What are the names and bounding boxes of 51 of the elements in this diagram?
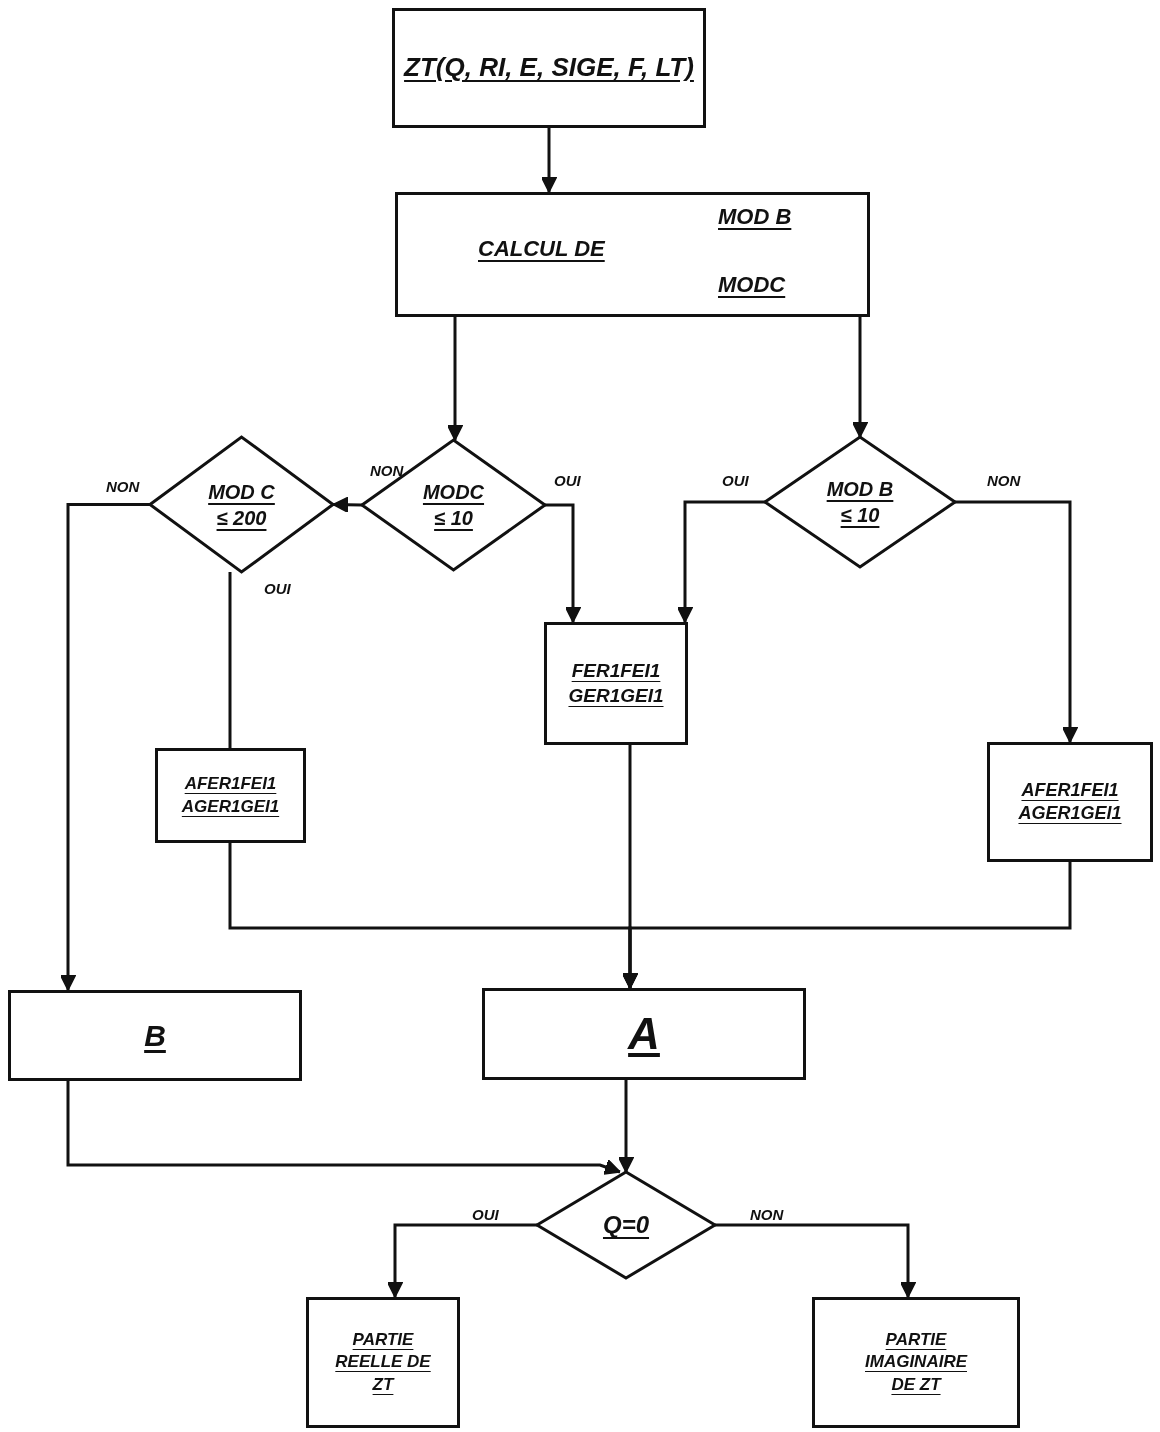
arrow (540, 128, 558, 193)
box-text: AGER1GEI1 (181, 795, 280, 818)
process-box (155, 748, 306, 843)
box-text: GER1GEI1 (568, 683, 664, 708)
arrow (59, 503, 150, 991)
box-text: AFER1FEI1 (184, 773, 277, 796)
arrow (621, 862, 1072, 989)
process-box (395, 192, 870, 317)
arrow (851, 317, 869, 438)
arrow (446, 317, 464, 441)
arrow (617, 1080, 635, 1173)
arrow (955, 500, 1079, 743)
arrow (545, 503, 582, 623)
box-text: CALCUL DE (478, 235, 605, 263)
box-text: A (628, 1008, 660, 1061)
process-box (482, 988, 806, 1080)
decision-diamond (765, 437, 955, 567)
box-text: MOD B (826, 477, 894, 502)
process-box (306, 1297, 460, 1428)
box-text: DE ZT (891, 1373, 941, 1396)
arrow (676, 500, 765, 623)
box-text: MOD C (208, 479, 275, 505)
box-text: ZT (372, 1373, 394, 1396)
arrow (715, 1223, 917, 1298)
process-box (987, 742, 1153, 862)
decision-diamond (537, 1172, 715, 1278)
box-text: ≤ 200 (216, 505, 267, 531)
box-text: MODC (422, 480, 485, 505)
box-text: ≤ 10 (434, 506, 473, 531)
arrow (332, 496, 363, 513)
box-text: FER1FEI1 (571, 658, 661, 683)
box-text: PARTIE (885, 1329, 947, 1352)
process-box (812, 1297, 1020, 1428)
box-text: AGER1GEI1 (1018, 802, 1122, 825)
decision-diamond (150, 437, 333, 572)
box-text: REELLE DE (335, 1351, 431, 1374)
box-text: MODC (718, 271, 786, 299)
box-text: ZT(Q, RI, E, SIGE, F, LT) (404, 51, 694, 85)
box-text: AFER1FEI1 (1021, 778, 1119, 802)
box-text: MOD B (718, 203, 792, 231)
box-text: IMAGINAIRE (865, 1351, 967, 1374)
process-box (8, 990, 302, 1081)
arrow (66, 1081, 621, 1175)
arrow (386, 1223, 537, 1298)
process-box (392, 8, 706, 128)
box-text: B (144, 1018, 166, 1054)
process-box (544, 622, 688, 745)
box-text: Q=0 (603, 1210, 649, 1241)
decision-diamond (362, 440, 545, 570)
box-text: ≤ 10 (840, 503, 880, 528)
box-text: PARTIE (352, 1329, 414, 1352)
